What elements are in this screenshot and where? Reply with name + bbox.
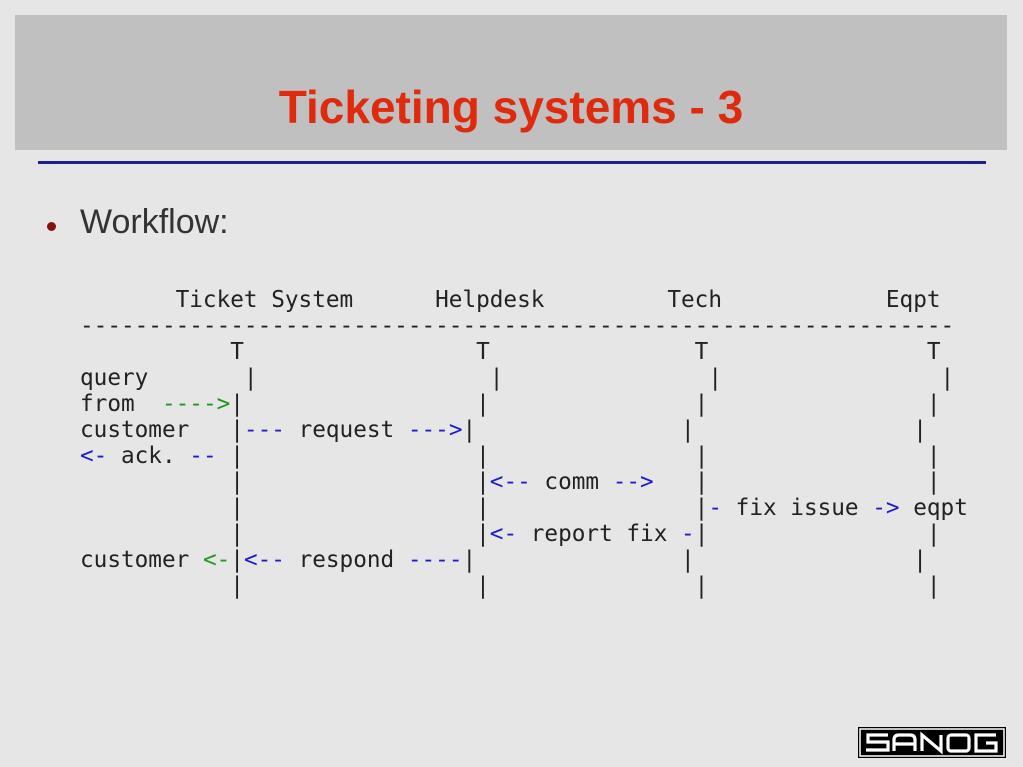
diagram-text: fix issue: [722, 495, 873, 521]
diagram-arrow: <--: [489, 469, 531, 495]
diagram-arrow: -->: [612, 469, 654, 495]
diagram-arrow: ---->: [161, 391, 231, 417]
diagram-text: |: [230, 547, 244, 573]
diagram-arrow: <-: [202, 547, 231, 573]
sanog-logo: [858, 727, 1006, 758]
diagram-text: query | | | |: [80, 365, 955, 391]
diagram-text: | | |: [462, 417, 927, 443]
diagram-arrow: -: [708, 495, 722, 521]
diagram-header-row: Ticket System Helpdesk Tech Eqpt: [80, 287, 968, 313]
diagram-text: | | | |: [230, 391, 941, 417]
diagram-arrow: -: [681, 521, 695, 547]
bullet-workflow: Workflow:: [80, 203, 229, 241]
diagram-text: ack.: [107, 443, 190, 469]
diagram-arrow: ----: [407, 547, 463, 573]
diagram-text: from: [80, 391, 162, 417]
title-divider: [38, 161, 986, 164]
title-bar: Ticketing systems - 3: [15, 15, 1007, 150]
diagram-text: | | |: [80, 495, 709, 521]
diagram-text: eqpt: [899, 495, 968, 521]
diagram-text: | |: [80, 469, 490, 495]
diagram-arrow: <--: [243, 547, 285, 573]
diagram-row: customer |--- request --->| | |: [80, 417, 968, 443]
diagram-row: T T T T: [80, 339, 968, 365]
workflow-diagram: Ticket System Helpdesk Tech Eqpt--------…: [80, 287, 968, 599]
diagram-row: | | |- fix issue -> eqpt: [80, 495, 968, 521]
diagram-row: | |<- report fix -| |: [80, 521, 968, 547]
diagram-text: report fix: [517, 521, 682, 547]
bullet-dot-icon: [47, 222, 56, 231]
diagram-arrow: --: [189, 443, 217, 469]
diagram-text: comm: [530, 469, 613, 495]
diagram-text: T T T T: [80, 339, 941, 365]
diagram-arrow: ---: [243, 417, 285, 443]
diagram-arrow: <-: [80, 443, 108, 469]
diagram-row: <- ack. -- | | | |: [80, 443, 968, 469]
diagram-text: | | |: [462, 547, 927, 573]
diagram-row: | |<-- comm --> | |: [80, 469, 968, 495]
diagram-text: | |: [80, 521, 490, 547]
diagram-arrow: ->: [872, 495, 900, 521]
diagram-text: | | | |: [216, 443, 941, 469]
diagram-row: | | | |: [80, 573, 968, 599]
diagram-text: respond: [284, 547, 408, 573]
diagram-arrow: <-: [489, 521, 518, 547]
diagram-row: query | | | |: [80, 365, 968, 391]
diagram-arrow: --->: [407, 417, 463, 443]
slide-title: Ticketing systems - 3: [278, 81, 744, 133]
diagram-text: customer |: [80, 417, 244, 443]
diagram-text: | |: [653, 469, 941, 495]
diagram-text: ----------------------------------------…: [80, 313, 955, 339]
diagram-text: Ticket System Helpdesk Tech Eqpt: [80, 287, 941, 313]
diagram-text: | |: [694, 521, 941, 547]
diagram-row: from ---->| | | |: [80, 391, 968, 417]
diagram-text: request: [284, 417, 408, 443]
diagram-divider-row: ----------------------------------------…: [80, 313, 968, 339]
diagram-text: customer: [80, 547, 203, 573]
diagram-row: customer <-|<-- respond ----| | |: [80, 547, 968, 573]
diagram-text: | | | |: [80, 573, 941, 599]
